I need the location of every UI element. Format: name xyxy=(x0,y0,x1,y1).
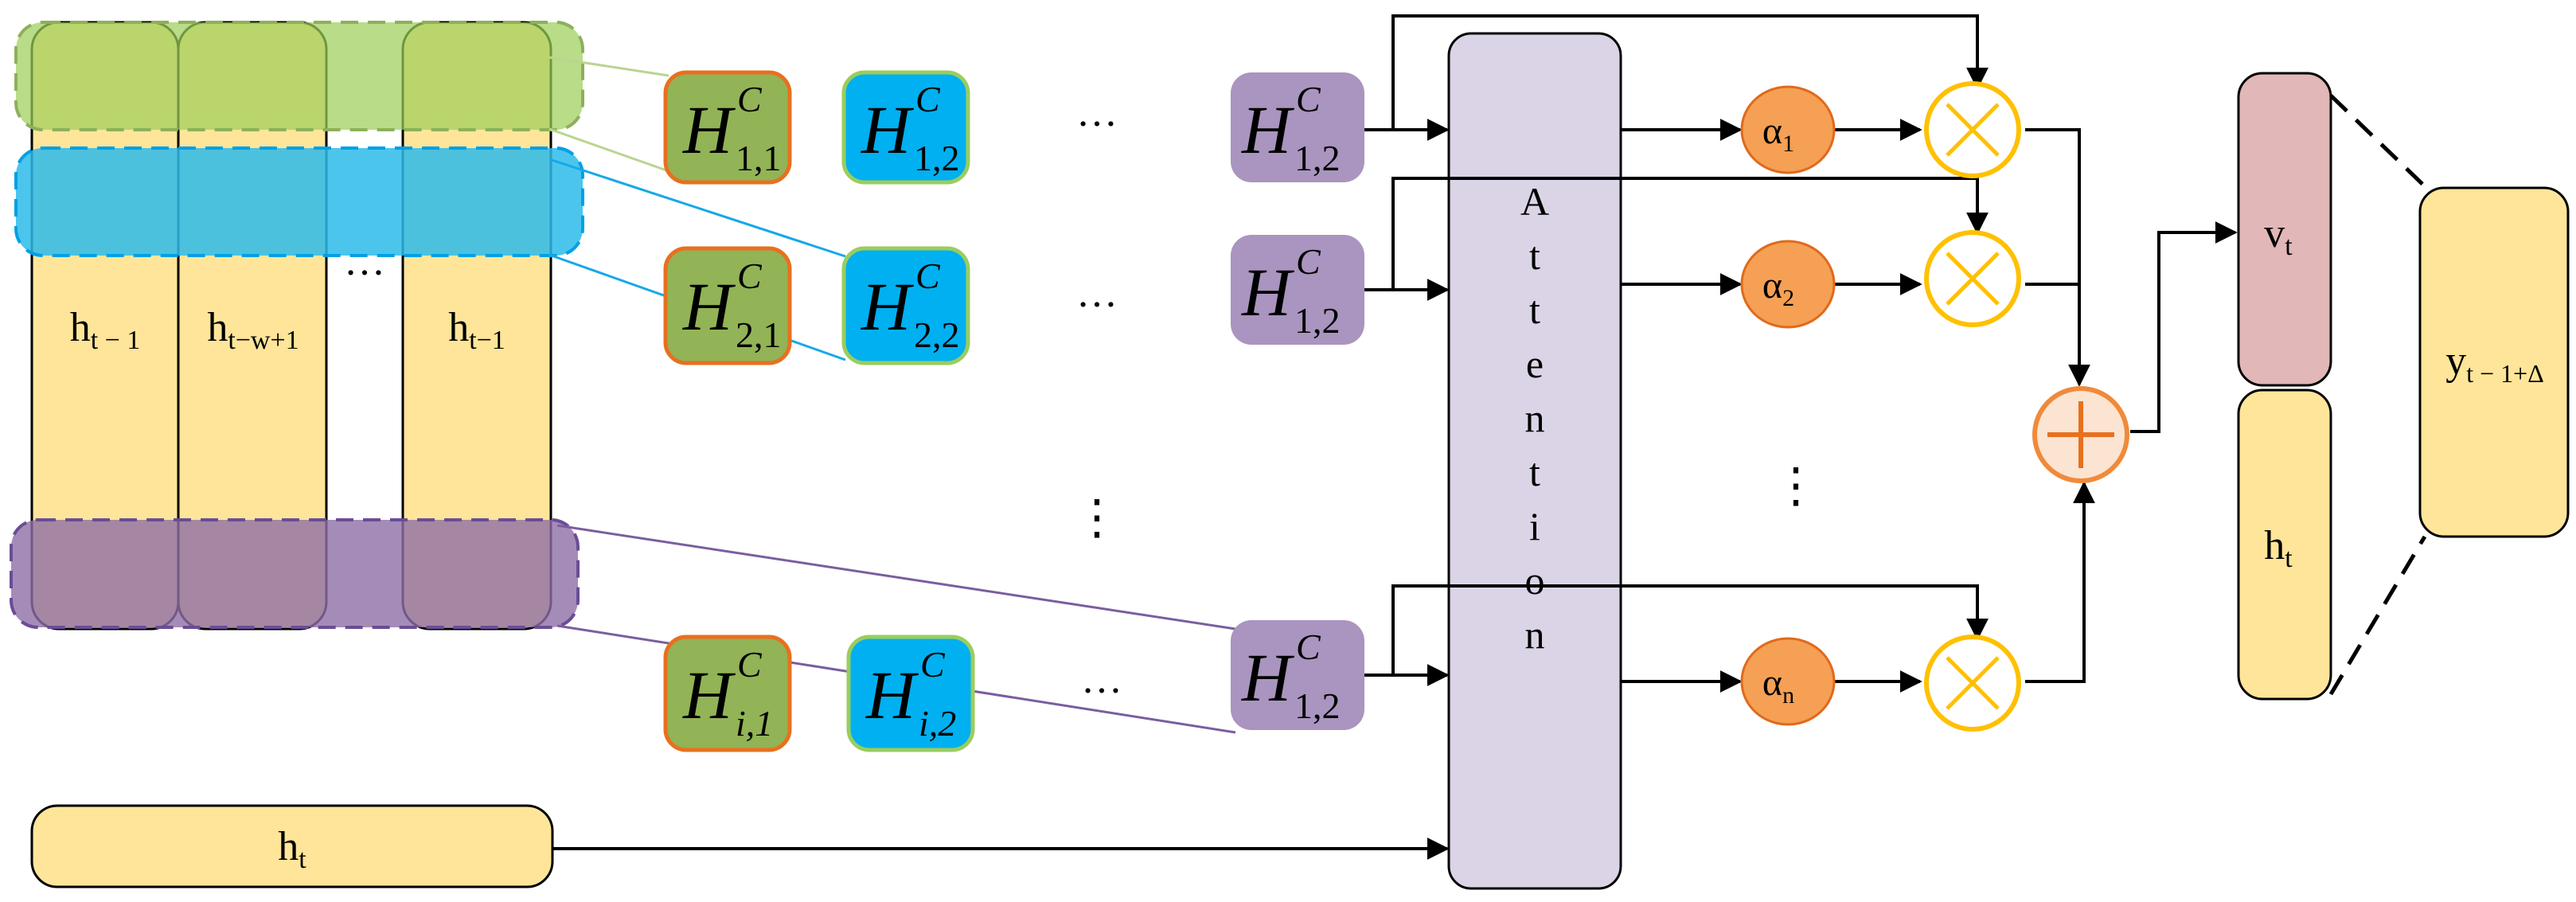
svg-text:H: H xyxy=(682,268,736,345)
svg-text:C: C xyxy=(1296,79,1321,119)
conv-row-1-ellipsis: … xyxy=(1076,90,1118,135)
h-t-bar-label: ht xyxy=(278,824,306,874)
conv-row-1: H C 1,1 H C 1,2 … H C 1,2 xyxy=(663,70,1364,185)
conv-block-2-1: H C 2,1 xyxy=(663,246,792,365)
multiply-node-1 xyxy=(1924,81,2021,178)
attention-letter: o xyxy=(1525,558,1545,603)
conv-result-1: H C 1,2 xyxy=(1231,72,1364,182)
svg-text:H: H xyxy=(861,268,914,345)
y-output-box: yt − 1+Δ xyxy=(2418,186,2570,538)
svg-text:H: H xyxy=(1241,639,1294,716)
conv-block-i-1: H C i,1 xyxy=(663,635,792,752)
conv-row-2-ellipsis: … xyxy=(1076,271,1118,316)
svg-text:H: H xyxy=(865,657,919,733)
svg-text:i,1: i,1 xyxy=(736,703,773,744)
svg-text:C: C xyxy=(737,256,763,296)
hidden-column-2-label: ht−w+1 xyxy=(207,305,299,355)
conv-row-i: H C i,1 H C i,2 … H C 1,2 xyxy=(663,620,1364,752)
h-t-label: ht xyxy=(2264,523,2293,573)
attention-letter: t xyxy=(1529,450,1540,494)
alpha-n-node: αn xyxy=(1740,637,1836,726)
attention-letter: i xyxy=(1529,504,1540,549)
attention-letter: n xyxy=(1525,612,1545,657)
svg-text:H: H xyxy=(1241,92,1294,168)
h-t-bar: ht xyxy=(30,804,554,888)
svg-text:α1: α1 xyxy=(1762,110,1794,157)
attention-letter: A xyxy=(1520,179,1549,224)
svg-text:1,2: 1,2 xyxy=(914,138,960,178)
v-t-label: vt xyxy=(2264,211,2293,261)
weight-nodes: α1 α2 ⋮ αn xyxy=(1740,85,1836,726)
svg-text:C: C xyxy=(1296,627,1321,667)
window-band-middle xyxy=(14,146,584,257)
svg-text:H: H xyxy=(1241,254,1294,330)
svg-text:C: C xyxy=(737,79,763,119)
attention-letter: e xyxy=(1526,342,1544,386)
window-band-top xyxy=(14,21,584,131)
attention-letter: t xyxy=(1529,233,1540,278)
multiply-nodes xyxy=(1924,81,2021,732)
v-t-vector: vt xyxy=(2237,72,2332,387)
conv-row-2: H C 2,1 H C 2,2 … H C 1,2 xyxy=(663,235,1364,365)
sum-node xyxy=(2032,386,2129,483)
svg-text:C: C xyxy=(737,644,763,685)
hidden-column-1-label: ht − 1 xyxy=(70,305,141,355)
svg-text:1,2: 1,2 xyxy=(1294,300,1341,341)
conv-result-i: H C 1,2 xyxy=(1231,620,1364,730)
svg-text:1,2: 1,2 xyxy=(1294,685,1341,726)
alpha-1-node: α1 xyxy=(1740,85,1836,174)
svg-text:α2: α2 xyxy=(1762,264,1794,311)
y-output-label: yt − 1+Δ xyxy=(2445,338,2544,388)
conv-block-1-2: H C 1,2 xyxy=(841,70,970,185)
alpha-2-node: α2 xyxy=(1740,240,1836,329)
conv-result-2: H C 1,2 xyxy=(1231,235,1364,345)
svg-text:H: H xyxy=(682,657,736,733)
multiply-node-2 xyxy=(1924,230,2021,327)
svg-text:2,2: 2,2 xyxy=(914,314,960,355)
h-t-vector: ht xyxy=(2237,389,2332,701)
conv-vertical-ellipsis: ⋮ xyxy=(1073,491,1121,544)
svg-text:αn: αn xyxy=(1762,662,1794,709)
hidden-column-3-label: ht−1 xyxy=(448,305,505,355)
attention-letter: t xyxy=(1529,287,1540,332)
multiply-node-n xyxy=(1924,635,2021,732)
conv-row-i-ellipsis: … xyxy=(1081,657,1122,702)
conv-block-i-2: H C i,2 xyxy=(846,635,975,752)
svg-text:H: H xyxy=(682,92,736,168)
svg-text:C: C xyxy=(915,256,941,296)
conv-block-2-2: H C 2,2 xyxy=(841,246,970,365)
attention-letter: n xyxy=(1525,396,1545,440)
svg-text:1,1: 1,1 xyxy=(736,138,782,178)
svg-text:C: C xyxy=(920,644,946,685)
svg-text:C: C xyxy=(1296,241,1321,282)
svg-text:1,2: 1,2 xyxy=(1294,138,1341,178)
projection-lines xyxy=(2328,94,2427,696)
svg-text:H: H xyxy=(861,92,914,168)
alpha-vertical-ellipsis: ⋮ xyxy=(1772,459,1820,512)
svg-text:i,2: i,2 xyxy=(919,703,956,744)
svg-text:2,1: 2,1 xyxy=(736,314,782,355)
window-band-bottom xyxy=(10,518,580,629)
connections xyxy=(552,14,2238,860)
conv-block-1-1: H C 1,1 xyxy=(663,70,792,185)
svg-text:C: C xyxy=(915,79,941,119)
